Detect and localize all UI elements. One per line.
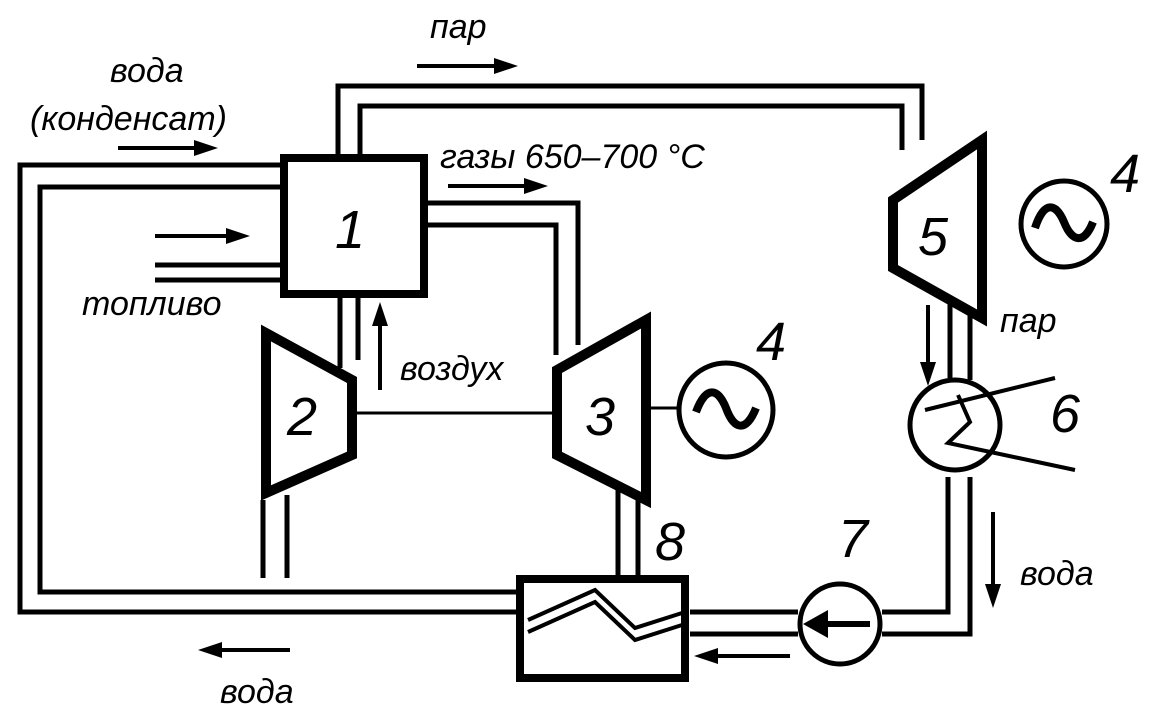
arrow-fuel [155,228,250,244]
ac-symbol-icon [692,388,760,430]
condenser-number: 6 [1050,384,1081,444]
label-water-condensate: вода [110,52,184,90]
heater-8 [516,575,689,682]
arrow-water-to-heater [694,648,790,664]
pump-to-heater-pipe [690,609,798,637]
label-steam-right: пар [1000,302,1057,340]
arrow-water-down [985,512,1001,608]
label-water-right: вода [1020,555,1094,593]
label-air: воздух [400,350,504,388]
generator-number-a: 4 [756,312,786,372]
steam-pipe [335,83,925,158]
feedwater-pipe [17,162,520,615]
heater-coil [527,587,683,631]
generator-number-b: 4 [1110,144,1140,204]
steam-turbine-5 [888,130,987,327]
arrow-condensate-in [118,140,218,156]
boiler-1 [280,154,428,298]
turbine-exhaust-pipe [947,300,973,380]
exhaust-pipe [615,490,641,578]
label-fuel: топливо [82,285,222,323]
arrow-steam-to-condenser [920,305,936,386]
pump-number: 7 [838,509,870,569]
heater-number: 8 [655,512,685,572]
condensate-pipe [882,477,973,637]
gas-turbine-number: 3 [585,387,615,447]
label-steam-top: пар [430,8,487,46]
air-intake-pipe [260,495,290,578]
compressor-number: 2 [286,387,317,447]
gas-turbine-3 [552,311,651,509]
label-gases: газы 650–700 °С [440,138,705,176]
compressor-2 [261,324,357,501]
arrow-gases [448,178,548,194]
condenser-coil [924,376,1056,412]
arrow-air-up [372,302,388,390]
label-water-bottom: вода [220,673,294,711]
gas-pipe [425,200,581,355]
pump-arrow-icon [803,610,828,638]
air-pipe [337,298,361,368]
ac-symbol-icon [1031,203,1097,243]
boiler-number: 1 [335,200,365,260]
steam-turbine-number: 5 [918,207,949,267]
condenser-coil [943,394,1076,472]
arrow-steam-top [417,58,518,74]
label-condensate: (конденсат) [30,100,227,138]
fuel-pipe [155,262,285,283]
heater-coil [527,599,683,643]
arrow-water-out [198,642,290,658]
